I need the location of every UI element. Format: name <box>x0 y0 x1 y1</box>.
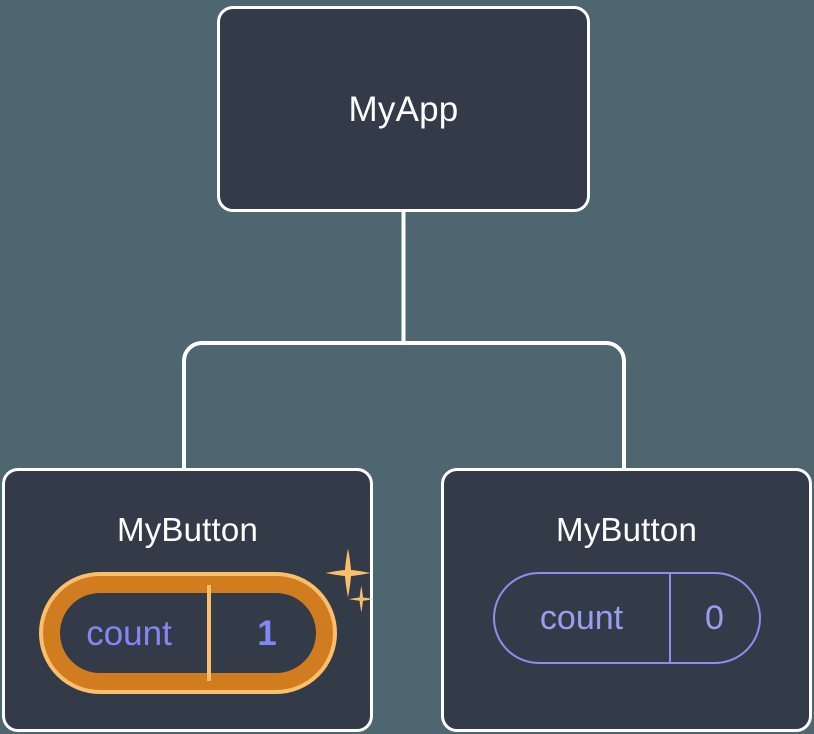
state-value-right: 0 <box>705 599 724 637</box>
state-pill-left[interactable]: count 1 <box>38 572 337 694</box>
connector-branch-right <box>403 341 626 470</box>
state-key-left: count <box>52 585 211 681</box>
node-mybutton-left-title: MyButton <box>117 511 258 548</box>
state-pill-area-left: count 1 <box>5 548 374 694</box>
sparkle-small-icon <box>348 585 374 613</box>
sparkle-large-icon <box>325 548 370 598</box>
state-value-left: 1 <box>257 613 277 653</box>
node-mybutton-right[interactable]: MyButton count 0 <box>441 468 812 732</box>
state-pill-right[interactable]: count 0 <box>492 572 761 664</box>
node-myapp[interactable]: MyApp <box>217 6 590 212</box>
node-mybutton-right-title: MyButton <box>556 511 697 548</box>
node-mybutton-left[interactable]: MyButton count 1 <box>2 468 374 732</box>
state-key-right: count <box>495 574 671 662</box>
connector-branch-left <box>182 341 404 470</box>
state-pill-wrapper-left: count 1 <box>38 548 374 694</box>
state-pill-wrapper-right: count 0 <box>492 572 761 664</box>
node-myapp-title: MyApp <box>348 89 459 129</box>
state-pill-area-right: count 0 <box>444 572 809 664</box>
